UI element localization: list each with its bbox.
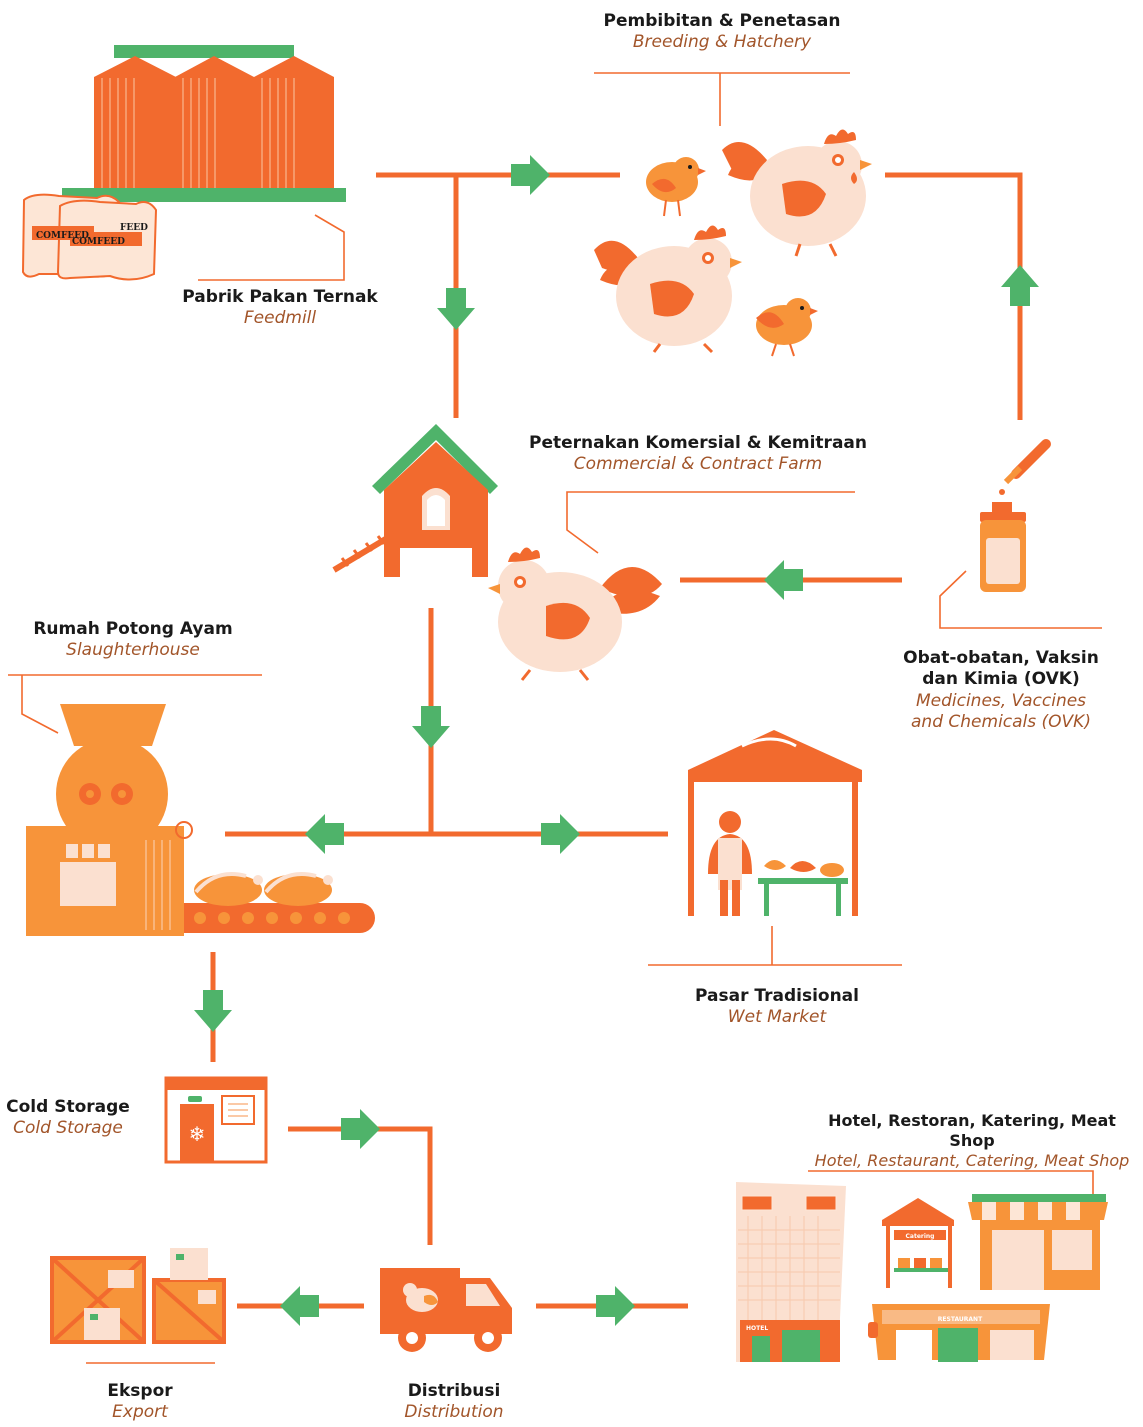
node-subtitle: Wet Market [727,1007,827,1028]
hen-icon [722,129,872,257]
cold-storage-icon: ❄ [164,1076,268,1164]
node-export: Ekspor Export [70,1381,210,1424]
snowflake-icon: ❄ [189,1122,206,1146]
arrow-down-icon [194,990,232,1032]
hen-icon [488,547,662,681]
node-subtitle: Distribution [404,1402,504,1423]
hotel-sign: HOTEL [746,1325,768,1332]
export-crates-icon [50,1248,226,1344]
flow-arrows [194,155,1039,1326]
node-title: Pasar Tradisional [695,986,859,1006]
feed-bags-icon: COMFEED COMFEED FEED [21,193,158,281]
node-title: dan Kimia (OVK) [922,669,1080,690]
node-title: Hotel, Restoran, Katering, Meat Shop [828,1111,1116,1150]
feed-bag-label: FEED [120,223,148,233]
callout-lines [8,72,1102,1364]
node-subtitle: Medicines, Vaccines [915,690,1087,711]
node-subtitle: Cold Storage [13,1118,123,1139]
node-title: Obat-obatan, Vaksin [903,648,1099,668]
node-subtitle: Hotel, Restaurant, Catering, Meat Shop [814,1151,1130,1170]
arrow-down-icon [437,288,475,330]
buildings-icon: HOTEL Catering RESTAURANT [736,1182,1108,1362]
node-distribution: Distribusi Distribution [370,1381,538,1424]
node-ovk: Obat-obatan, Vaksin dan Kimia (OVK) Medi… [896,648,1106,733]
node-horeca: Hotel, Restoran, Katering, Meat Shop Hot… [803,1111,1141,1171]
chickens-icon [594,129,872,357]
node-subtitle: Commercial & Contract Farm [573,454,823,475]
roast-chicken-icon [194,872,263,906]
arrow-right-icon [596,1286,635,1326]
arrow-right-icon [541,814,580,854]
restaurant-sign: RESTAURANT [938,1316,983,1323]
catering-sign: Catering [906,1233,935,1240]
feedmill-icon [62,45,346,202]
node-feedmill: Pabrik Pakan Ternak Feedmill [170,287,390,330]
node-subtitle: Export [112,1402,168,1423]
delivery-truck-icon [380,1268,512,1352]
chicken-logo-icon [403,1283,438,1312]
arrow-left-icon [305,814,344,854]
market-stall-icon [688,730,862,916]
node-subtitle: Feedmill [243,308,317,329]
arrow-right-icon [511,155,550,195]
feed-bag-label: COMFEED [36,231,89,241]
conveyor-belt-icon [184,872,375,933]
node-subtitle: and Chemicals (OVK) [911,711,1091,732]
node-subtitle: Breeding & Hatchery [632,32,812,53]
node-title: Rumah Potong Ayam [33,619,233,639]
node-cold-storage: Cold Storage Cold Storage [0,1097,136,1140]
roast-chicken-icon [264,872,333,906]
feed-bag-label: COMFEED [72,237,125,247]
chicken-coop-icon [332,424,498,577]
vendor-icon [708,811,752,916]
hen-icon [594,225,742,354]
node-title: Pabrik Pakan Ternak [182,287,378,307]
arrow-up-icon [1001,265,1039,306]
arrow-down-icon [412,706,450,748]
node-slaughterhouse: Rumah Potong Ayam Slaughterhouse [18,619,248,662]
node-breeding: Pembibitan & Penetasan Breeding & Hatche… [582,11,862,54]
node-title: Peternakan Komersial & Kemitraan [529,433,867,453]
node-title: Ekspor [107,1381,173,1401]
medicine-bottle-icon [980,439,1051,592]
node-title: Distribusi [407,1381,501,1401]
node-wet-market: Pasar Tradisional Wet Market [662,986,892,1029]
arrow-left-icon [280,1286,319,1326]
chick-icon [756,298,818,357]
node-farm: Peternakan Komersial & Kemitraan Commerc… [520,433,876,476]
node-title: Pembibitan & Penetasan [603,11,841,31]
node-title: Cold Storage [6,1097,130,1117]
chick-icon [646,157,706,217]
arrow-right-icon [341,1109,380,1149]
node-subtitle: Slaughterhouse [66,640,200,661]
slaughterhouse-machine-icon [26,704,193,936]
arrow-left-icon [764,560,803,600]
